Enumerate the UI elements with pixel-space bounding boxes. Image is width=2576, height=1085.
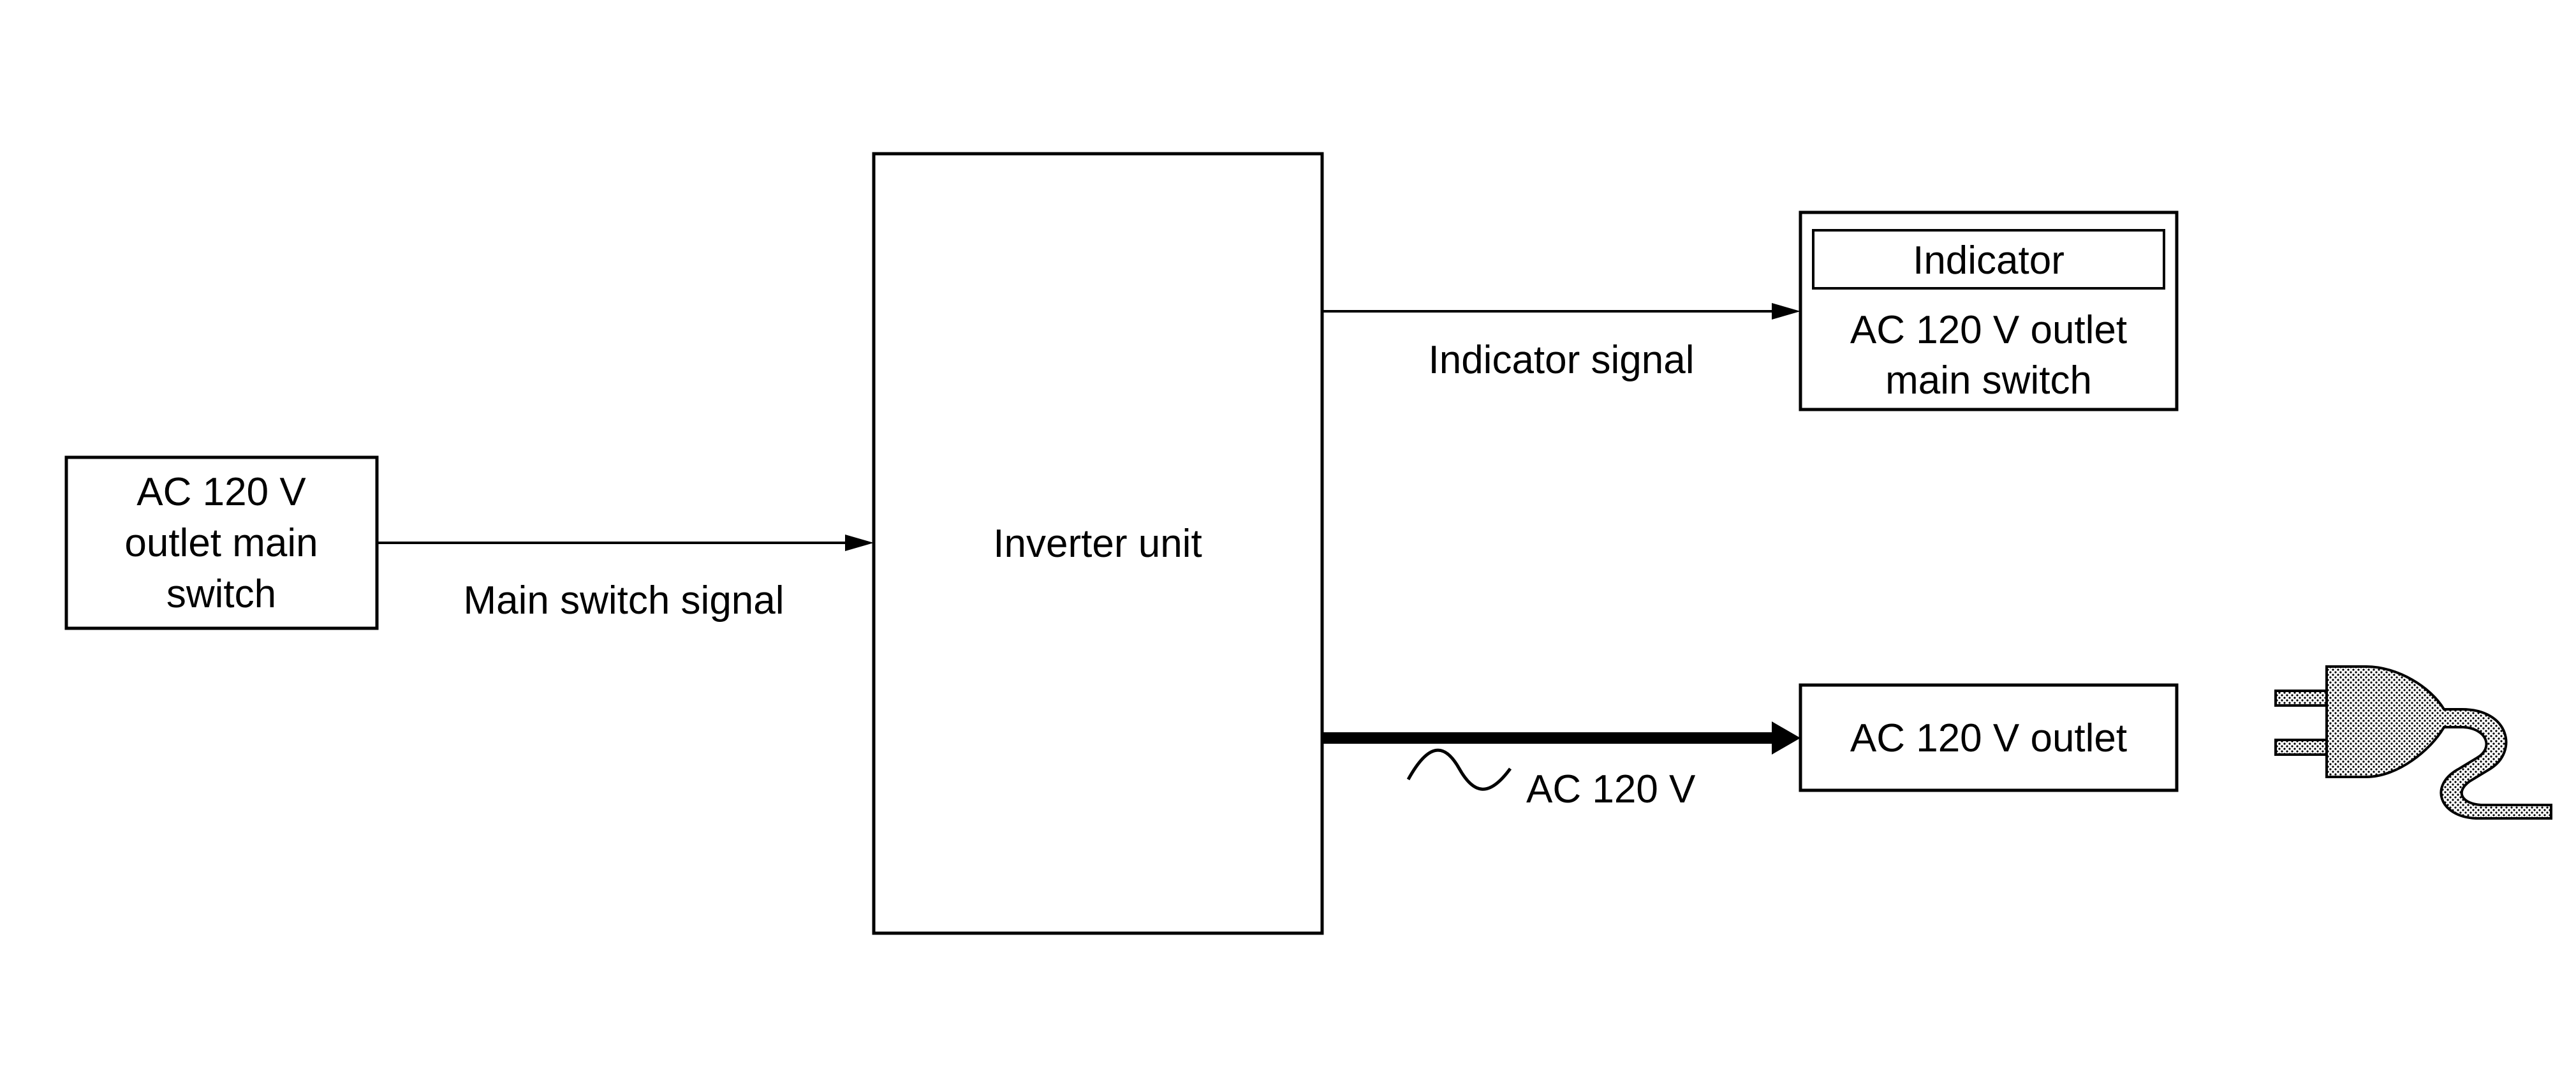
indicator-signal-label: Indicator signal bbox=[1428, 338, 1694, 382]
indicator-lamp bbox=[1812, 229, 2165, 290]
ac-power-arrow bbox=[1322, 721, 1800, 755]
indicator-switch-line-1: AC 120 V outlet bbox=[1850, 308, 2127, 352]
main-switch-signal-arrow bbox=[377, 535, 874, 551]
inverter-unit-label: Inverter unit bbox=[993, 522, 1202, 566]
main-switch-block: AC 120 V outlet main switch bbox=[64, 455, 379, 630]
ac-power-label: AC 120 V bbox=[1526, 767, 1696, 811]
indicator-signal-arrow bbox=[1322, 303, 1800, 320]
indicator-switch-line-2: main switch bbox=[1885, 358, 2092, 402]
sine-wave-icon bbox=[1406, 748, 1512, 791]
power-plug-icon bbox=[2274, 665, 2552, 820]
indicator-switch-block: Indicator AC 120 V outlet main switch bbox=[1799, 210, 2179, 411]
indicator-label: Indicator bbox=[1913, 239, 2064, 283]
main-switch-block-line-3: switch bbox=[166, 572, 276, 616]
outlet-label: AC 120 V outlet bbox=[1850, 716, 2127, 760]
main-switch-block-line-1: AC 120 V bbox=[136, 470, 306, 514]
outlet-block: AC 120 V outlet bbox=[1799, 683, 2179, 792]
main-switch-signal-label: Main switch signal bbox=[463, 579, 784, 623]
inverter-unit-block: Inverter unit bbox=[872, 152, 1324, 935]
main-switch-block-line-2: outlet main bbox=[124, 521, 318, 565]
